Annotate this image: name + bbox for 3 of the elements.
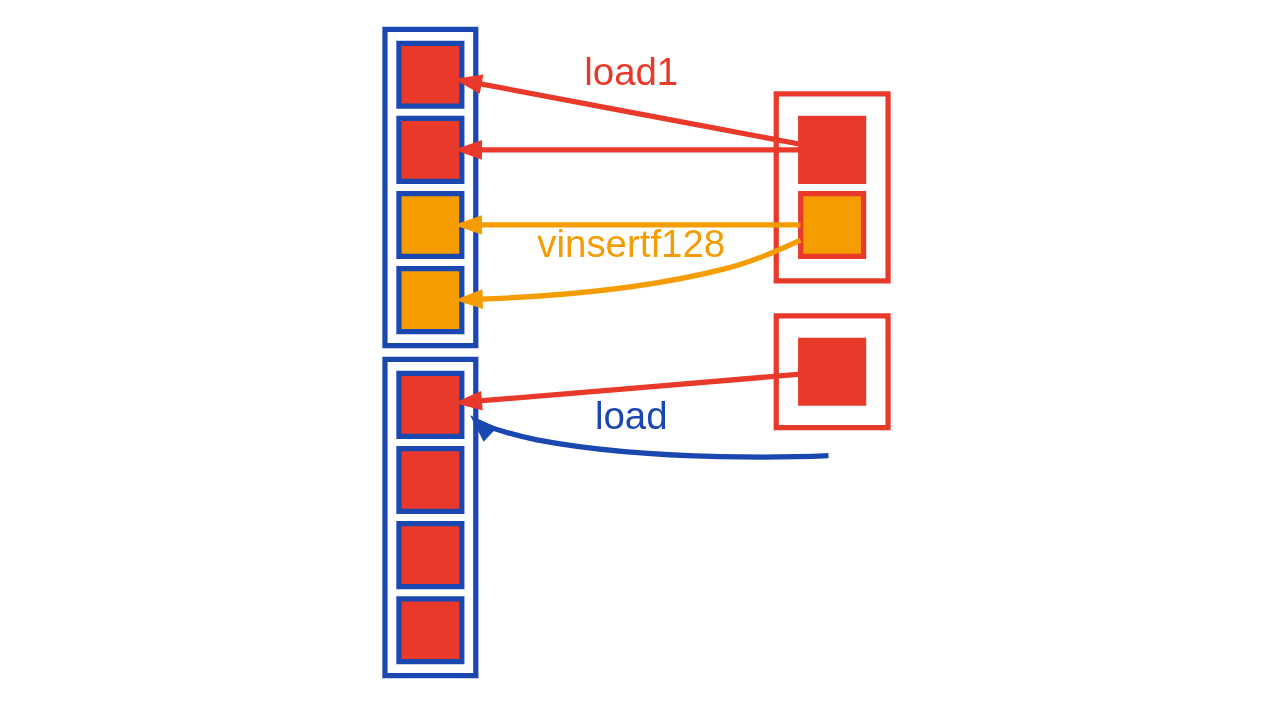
edge-label: vinsertf128 [537,222,726,266]
edge-label: load [594,393,668,437]
edge-label: load1 [584,49,679,93]
